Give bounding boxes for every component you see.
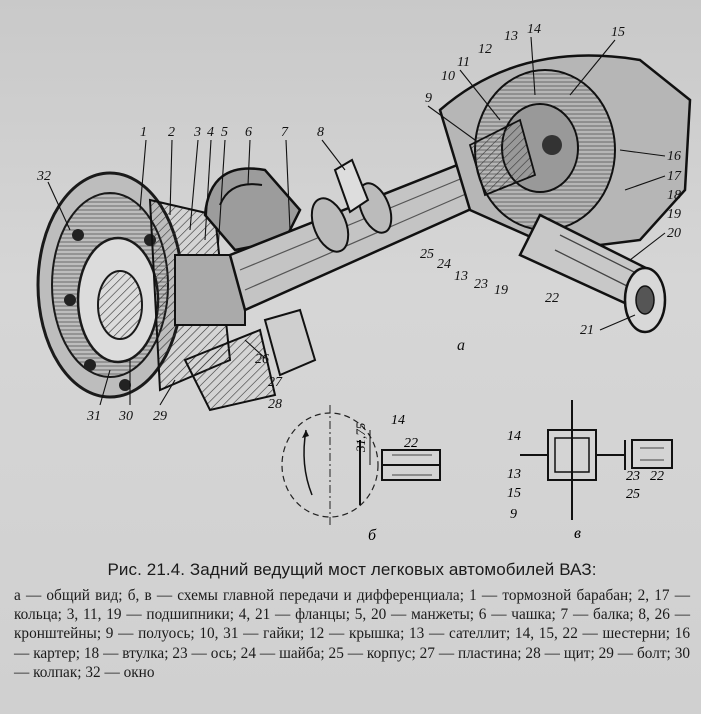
part-number-labels: 1 2 3 4 5 6 7 8 9 10 11 12 13 14 15 16 1… [36,22,682,424]
part-label: 17 [667,169,682,184]
part-label: 6 [245,125,252,140]
pinion-assembly [518,213,667,334]
part-label: 15 [611,25,625,40]
scheme-b: 31,75 14 22 б [281,405,441,544]
part-label: 12 [478,42,492,57]
figure-caption: Рис. 21.4. Задний ведущий мост легковых … [14,560,690,682]
scheme-label: 14 [391,413,405,428]
part-label: 27 [268,375,283,390]
part-label: 5 [221,125,228,140]
hub-assembly [148,198,277,412]
part-label: 26 [255,352,269,367]
part-label: 2 [168,125,175,140]
part-label: 30 [118,409,133,424]
scheme-label: 15 [507,486,521,501]
part-label: 9 [425,91,432,106]
part-label: 19 [667,207,681,222]
part-label: 25 [420,247,434,262]
scheme-label: 13 [507,467,521,482]
scheme-label: 9 [510,507,517,522]
part-label: 16 [667,149,681,164]
part-label: 29 [153,409,167,424]
part-label: 32 [36,169,51,184]
view-letter-a: а [457,337,465,354]
leader-lines [47,36,666,406]
differential-housing [438,54,692,252]
scheme-label: 23 [626,469,640,484]
part-label: 3 [193,125,201,140]
part-label: 4 [207,125,214,140]
dimension-value: 31,75 [353,422,368,453]
view-letter-b: б [368,527,377,544]
part-label: 28 [268,397,282,412]
part-label: 14 [527,22,541,37]
lower-bracket [263,308,317,377]
part-label: 10 [441,69,455,84]
view-letter-v: в [574,525,581,542]
part-label: 13 [504,29,518,44]
part-label: 8 [317,125,324,140]
part-label: 24 [437,257,451,272]
part-label: 7 [281,125,289,140]
part-label: 21 [580,323,594,338]
axle-illustration: 1 2 3 4 5 6 7 8 9 10 11 12 13 14 15 16 1… [36,22,692,544]
caption-title: Рис. 21.4. Задний ведущий мост легковых … [107,560,597,579]
part-label: 18 [667,188,681,203]
bracket [333,158,370,214]
scheme-label: 22 [404,436,418,451]
figure-area: 1 2 3 4 5 6 7 8 9 10 11 12 13 14 15 16 1… [36,22,692,544]
spring-cup [203,167,302,252]
part-label: 22 [545,291,559,306]
part-label: 31 [86,409,101,424]
part-label: 20 [667,226,681,241]
scheme-label: 22 [650,469,664,484]
scheme-v: 14 13 15 9 23 22 25 в [507,400,673,542]
part-label: 23 [474,277,488,292]
part-label: 19 [494,283,508,298]
part-label: 1 [140,125,147,140]
scheme-label: 25 [626,487,640,502]
part-label: 13 [454,269,468,284]
caption-legend: а — общий вид; б, в — схемы главной пере… [14,587,690,681]
scheme-label: 14 [507,429,521,444]
part-label: 11 [457,55,470,70]
